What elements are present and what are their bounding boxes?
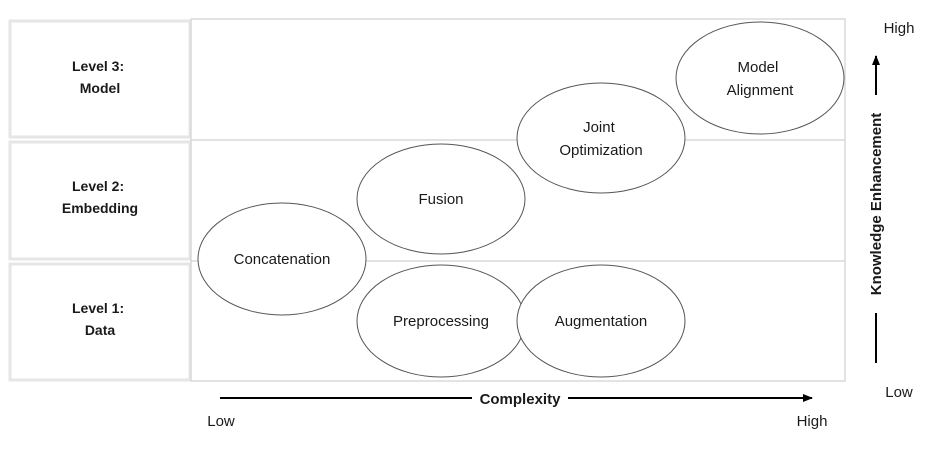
model-alignment-line1: Model <box>737 59 778 76</box>
node-augmentation: Augmentation <box>516 264 686 378</box>
preprocessing-label: Preprocessing <box>393 313 489 330</box>
x-axis: Complexity Low High <box>207 391 827 430</box>
level-2-box <box>8 140 192 261</box>
y-axis-low-label: Low <box>885 384 913 401</box>
model-alignment-ellipse <box>675 21 845 135</box>
node-fusion: Fusion <box>356 143 526 255</box>
level-1-line2: Data <box>85 322 116 338</box>
level-labels: Level 3: Model Level 2: Embedding Level … <box>62 58 138 338</box>
level-3-label: Level 3: Model <box>72 58 128 96</box>
fusion-ellipse <box>356 143 526 255</box>
augmentation-label: Augmentation <box>555 313 648 330</box>
node-model-alignment: Model Alignment <box>675 21 845 135</box>
level-1-box <box>8 262 192 382</box>
level-3-box <box>8 19 192 139</box>
level-3-line2: Model <box>80 80 120 96</box>
model-alignment-line2: Alignment <box>727 82 795 99</box>
level-2-line1: Level 2: <box>72 178 124 194</box>
x-axis-low-label: Low <box>207 413 235 430</box>
grid-border <box>190 18 846 382</box>
node-preprocessing: Preprocessing <box>356 264 526 378</box>
joint-optimization-line1: Joint <box>583 119 616 136</box>
node-joint-optimization: Joint Optimization <box>516 82 686 194</box>
model-alignment-label: Model Alignment <box>727 59 795 99</box>
concatenation-label: Concatenation <box>234 251 331 268</box>
joint-optimization-ellipse <box>516 82 686 194</box>
concatenation-ellipse <box>197 202 367 316</box>
level-3-line1: Level 3: <box>72 58 124 74</box>
joint-optimization-label: Joint Optimization <box>559 119 642 159</box>
x-axis-title: Complexity <box>480 391 562 408</box>
level-2-label: Level 2: Embedding <box>62 178 138 216</box>
y-axis-high-label: High <box>884 20 915 37</box>
fusion-label: Fusion <box>418 191 463 208</box>
level-label-boxes <box>8 19 192 382</box>
x-axis-high-label: High <box>797 413 828 430</box>
level-1-label: Level 1: Data <box>72 300 128 338</box>
level-1-line1: Level 1: <box>72 300 124 316</box>
level-2-line2: Embedding <box>62 200 138 216</box>
augmentation-ellipse <box>516 264 686 378</box>
y-axis-title: Knowledge Enhancement <box>868 113 885 296</box>
node-concatenation: Concatenation <box>197 202 367 316</box>
joint-optimization-line2: Optimization <box>559 142 642 159</box>
y-axis: Knowledge Enhancement High Low <box>868 20 914 401</box>
